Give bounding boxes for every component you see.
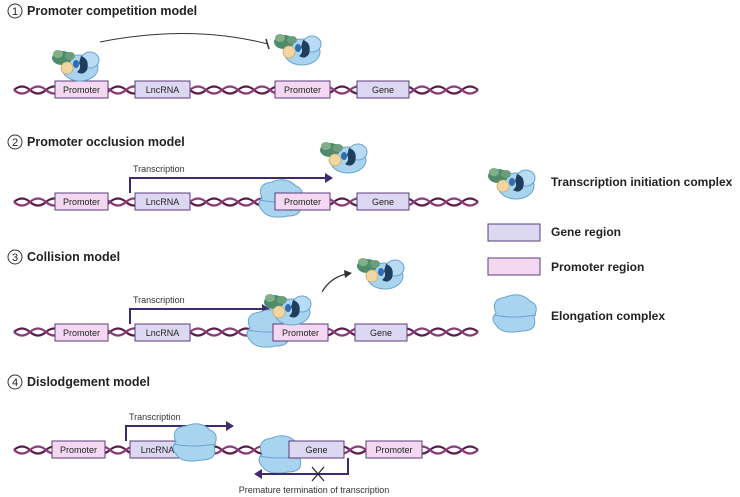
lncrna-box [134,192,191,211]
model-title: Collision model [27,250,120,264]
promoter-box [274,192,331,211]
dislodge-arrow [321,273,347,293]
promoter-region-box [487,257,541,276]
model-number: 2 [12,137,18,149]
model-number: 1 [12,6,18,18]
lncrna-box [134,323,191,342]
gene-box [356,80,410,99]
box-label: Promoter [282,328,319,338]
model-1: 1 Promoter competition model Promoter Ln… [7,3,480,99]
gene-box [354,323,408,342]
transcription-arrowhead [325,173,333,183]
model-number-badge [7,134,23,150]
legend-label: Promoter region [551,260,644,274]
box-label: LncRNA [146,197,180,207]
model-number-badge [7,374,23,390]
model-3: 3 Collision model Promoter LncRNA Transc… [7,249,480,348]
legend-label: Gene region [551,225,621,239]
legend-label: Transcription initiation complex [551,175,733,189]
box-label: Promoter [60,445,97,455]
transcription-initiation-complex-icon [356,257,405,290]
model-number: 4 [12,377,18,389]
gene-region-box [487,223,541,242]
transcription-initiation-complex-icon [487,167,536,200]
box-label: Promoter [63,85,100,95]
box-label: Promoter [284,197,321,207]
transcription-initiation-complex-icon [51,49,100,82]
model-4: 4 Dislodgement model Promoter LncRNA Tra… [7,374,480,495]
box-label: Promoter [284,85,321,95]
box-label: Gene [305,445,327,455]
model-number-badge [7,249,23,265]
model-title: Dislodgement model [27,375,150,389]
box-label: Gene [372,85,394,95]
box-label: LncRNA [141,445,175,455]
transcription-initiation-complex-icon [273,33,322,66]
lncrna-box [134,80,191,99]
legend: Transcription initiation complex Gene re… [487,167,733,333]
model-number: 3 [12,252,18,264]
legend-label: Elongation complex [551,309,665,323]
box-label: Promoter [63,197,100,207]
transcription-arrow [129,308,262,324]
dislodge-arrowhead [344,270,352,278]
model-2: 2 Promoter occlusion model Promoter LncR… [7,134,480,218]
transcription-arrowhead [226,421,234,431]
gene-box [288,440,345,459]
termination-cross-icon [311,466,325,482]
transcription-arrow [129,177,325,193]
inhibition-line [99,33,269,45]
transcription-label: Transcription [133,295,185,305]
inhibition-bar [265,38,270,50]
termination-label: Premature termination of transcription [239,485,390,495]
model-number-badge [7,3,23,19]
box-label: Promoter [375,445,412,455]
model-title: Promoter competition model [27,4,197,18]
elongation-complex-icon [492,294,537,333]
elongation-complex-icon [172,423,217,462]
box-label: Gene [370,328,392,338]
promoter-box [51,440,106,459]
antisense-transcription-arrowhead [254,469,262,479]
gene-box [356,192,410,211]
box-label: Gene [372,197,394,207]
box-label: LncRNA [146,85,180,95]
box-label: Promoter [63,328,100,338]
promoter-box [54,323,109,342]
transcription-initiation-complex-icon [319,141,368,174]
model-title: Promoter occlusion model [27,135,185,149]
promoter-box [365,440,423,459]
antisense-transcription-arrow [262,458,349,475]
box-label: LncRNA [146,328,180,338]
promoter-box [274,80,331,99]
transcription-label: Transcription [129,412,181,422]
transcription-label: Transcription [133,164,185,174]
promoter-box [54,192,109,211]
